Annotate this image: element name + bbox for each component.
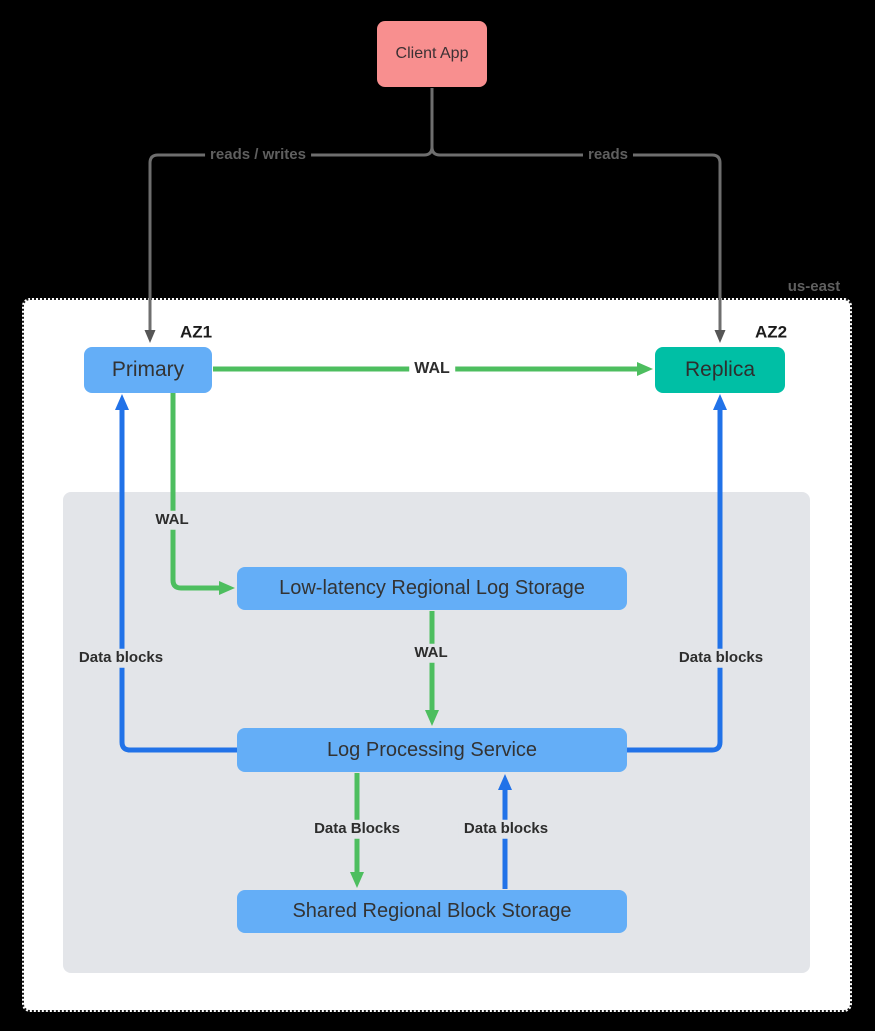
node-replica-label: Replica	[684, 358, 756, 381]
edge-label-reads-writes: reads / writes	[205, 145, 311, 165]
az2-label: AZ2	[754, 322, 788, 342]
edge-label-wal-primary-logstorage: WAL	[150, 510, 194, 530]
node-log-processing-label: Log Processing Service	[326, 738, 538, 761]
node-primary: Primary	[84, 347, 212, 393]
edge-label-wal-primary-replica: WAL	[409, 359, 455, 379]
node-replica: Replica	[655, 347, 785, 393]
node-log-processing: Log Processing Service	[237, 728, 627, 772]
region-label: us-east	[787, 277, 841, 295]
edge-label-datablocks-down: Data Blocks	[309, 819, 405, 839]
edge-label-datablocks-up: Data blocks	[458, 819, 554, 839]
node-block-storage: Shared Regional Block Storage	[237, 890, 627, 933]
node-primary-label: Primary	[111, 358, 185, 381]
edge-label-datablocks-right: Data blocks	[673, 648, 769, 668]
edge-label-reads: reads	[582, 145, 634, 165]
node-client-app: Client App	[377, 21, 487, 87]
node-block-storage-label: Shared Regional Block Storage	[292, 900, 572, 922]
edge-label-datablocks-left: Data blocks	[73, 648, 169, 668]
edge-client-to-primary	[144, 88, 434, 343]
edge-label-wal-logstorage-processing: WAL	[409, 643, 453, 663]
az1-label: AZ1	[179, 322, 213, 342]
node-log-storage-label: Low-latency Regional Log Storage	[279, 577, 585, 599]
node-client-app-label: Client App	[395, 45, 469, 62]
node-log-storage: Low-latency Regional Log Storage	[237, 567, 627, 610]
edge-client-to-replica	[430, 88, 726, 343]
